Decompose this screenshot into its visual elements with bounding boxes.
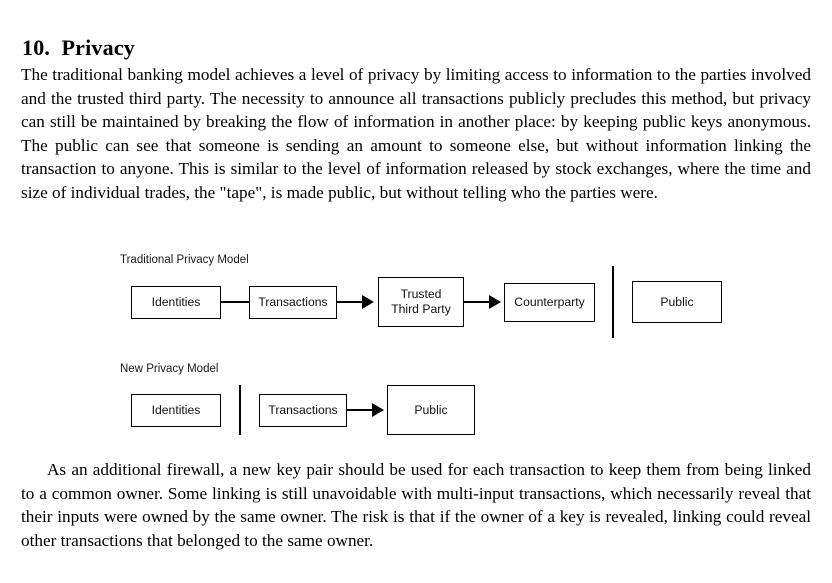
- node-row1-public: Public: [632, 281, 722, 323]
- node-label: Public: [660, 294, 694, 309]
- figure-label-traditional-privacy-model: Traditional Privacy Model: [120, 254, 249, 266]
- paragraph-text: The traditional banking model achieves a…: [21, 65, 811, 202]
- arrowhead-to-trusted-third-party: [362, 295, 374, 309]
- page-title: 10. Privacy: [22, 34, 135, 60]
- node-label: Identities: [151, 403, 201, 417]
- paragraph-additional-firewall: As an additional firewall, a new key pai…: [21, 458, 811, 552]
- arrowhead-to-counterparty: [489, 295, 501, 309]
- node-row1-transactions: Transactions: [249, 286, 337, 319]
- node-row1-counterparty: Counterparty: [504, 283, 595, 322]
- paragraph-privacy-intro: The traditional banking model achieves a…: [21, 63, 811, 204]
- node-row2-identities: Identities: [131, 394, 221, 427]
- node-row1-trusted-third-party: Trusted Third Party: [378, 277, 464, 327]
- privacy-boundary-divider-row2: [239, 385, 241, 435]
- figure-label-new-privacy-model: New Privacy Model: [120, 363, 219, 375]
- node-label-line1: Trusted: [400, 287, 442, 301]
- connector-identities-to-transactions: [221, 301, 249, 303]
- arrowhead-to-public: [372, 403, 384, 417]
- node-label: Identities: [151, 295, 201, 309]
- node-label: Counterparty: [514, 295, 585, 309]
- node-row2-public: Public: [387, 385, 475, 435]
- node-label-line2: Third Party: [391, 302, 451, 316]
- connector-trusted-third-party-to-counterparty: [464, 301, 496, 303]
- node-label: Transactions: [258, 295, 328, 309]
- paragraph-text: As an additional firewall, a new key pai…: [21, 460, 811, 550]
- node-row2-transactions: Transactions: [259, 394, 347, 427]
- node-row1-identities: Identities: [131, 286, 221, 319]
- privacy-boundary-divider-row1: [612, 266, 614, 338]
- connector-transactions-to-trusted-third-party: [337, 301, 369, 303]
- node-label: Public: [414, 402, 448, 417]
- node-label: Transactions: [268, 403, 338, 417]
- connector-transactions-to-public: [347, 409, 379, 411]
